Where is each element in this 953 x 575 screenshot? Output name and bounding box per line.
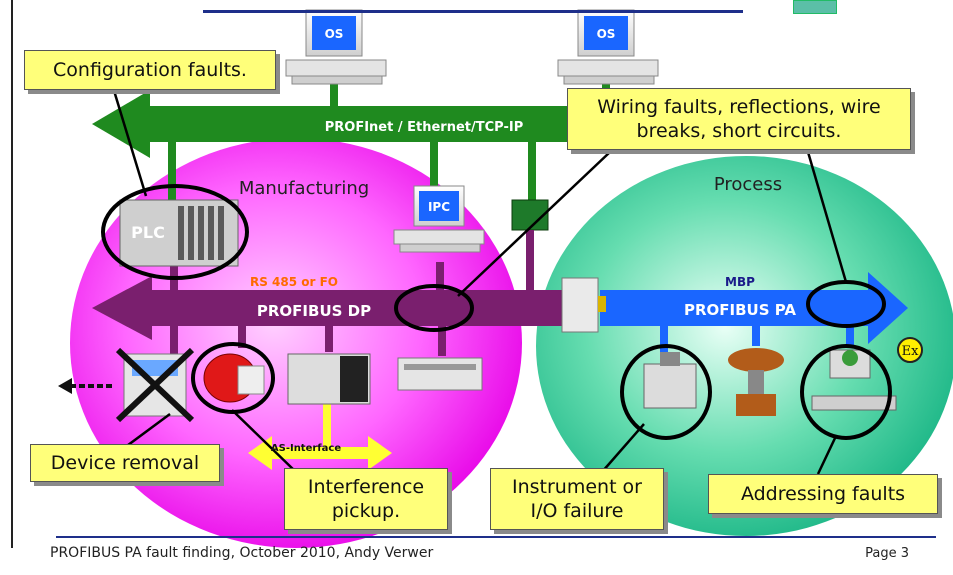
title-underline [203, 10, 743, 13]
ipc-computer [393, 185, 485, 253]
ex-symbol [897, 337, 923, 363]
transmitter-fault-circle [800, 344, 892, 440]
profibus-pa-label: PROFIBUS PA [684, 301, 796, 319]
footer-divider [56, 536, 936, 538]
os-workstation-1 [285, 9, 387, 85]
callout-wiring-faults: Wiring faults, reflections, wire breaks,… [567, 88, 911, 150]
manufacturing-zone-label: Manufacturing [239, 178, 369, 199]
page-number: Page 3 [865, 546, 909, 561]
removed-hmi-panel [58, 347, 195, 423]
callout-device-removal: Device removal [30, 444, 220, 482]
callout-addressing-faults: Addressing faults [708, 474, 938, 514]
plc-rack [119, 199, 239, 267]
corner-tab [793, 0, 837, 14]
valve-actuator [643, 352, 697, 409]
valve-fault-circle [620, 344, 712, 440]
mbp-label: MBP [725, 275, 755, 289]
profinet-bus-label: PROFInet / Ethernet/TCP-IP [325, 120, 523, 135]
dp-bus-fault-circle [394, 284, 474, 332]
distributed-io [397, 357, 483, 391]
leader-lines [110, 83, 848, 475]
process-zone-label: Process [714, 174, 782, 195]
footer-caption: PROFIBUS PA fault finding, October 2010,… [50, 545, 434, 561]
process-zone [536, 156, 953, 536]
os-label-2: OS [597, 27, 616, 41]
ex-label: Ex [902, 344, 919, 359]
flow-transmitter [811, 349, 897, 411]
io-module [287, 353, 371, 405]
dp-pa-coupler [561, 277, 606, 333]
os-workstation-2 [557, 9, 659, 85]
frame-left-line [11, 0, 13, 548]
rs485-label: RS 485 or FO [250, 275, 338, 289]
motor-drive [203, 353, 265, 403]
os-label-1: OS [325, 27, 344, 41]
control-valve [728, 348, 784, 416]
callout-configuration-faults: Configuration faults. [24, 50, 276, 90]
ipc-label: IPC [428, 200, 450, 214]
as-interface-label: AS-Interface [271, 443, 341, 454]
fault-highlights [101, 184, 892, 440]
as-interface-bus [248, 404, 392, 470]
profibus-dp-label: PROFIBUS DP [257, 302, 371, 320]
callout-interference-pickup: Interference pickup. [284, 468, 448, 530]
plc-fault-circle [101, 184, 249, 280]
callout-instrument-failure: Instrument or I/O failure [490, 468, 664, 530]
plc-label: PLC [131, 223, 165, 242]
